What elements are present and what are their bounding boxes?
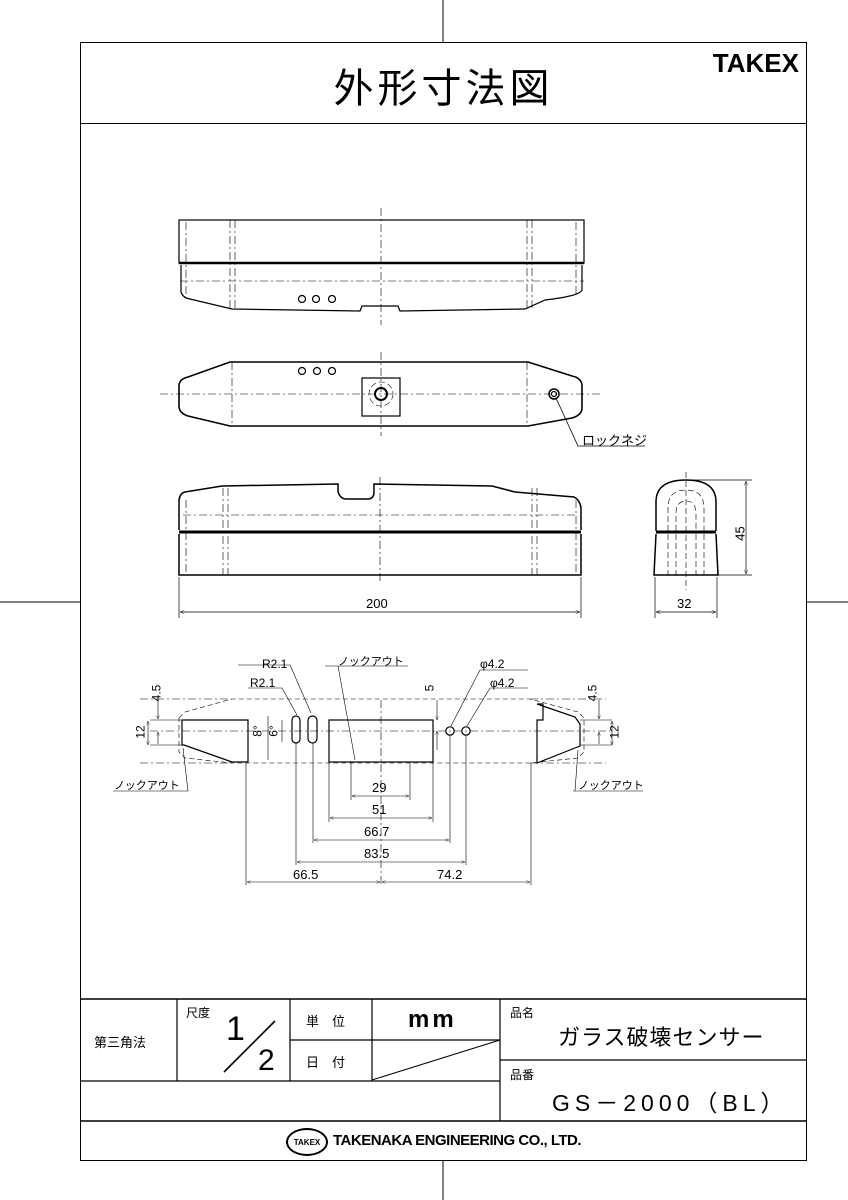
part-number-label: 品番 — [510, 1068, 535, 1082]
page-title: 外形寸法図 — [333, 66, 554, 112]
unit-value: mm — [408, 1006, 457, 1033]
dim-66-5: 66.5 — [293, 867, 319, 882]
border-frame — [80, 42, 807, 1161]
diameter-label-2: φ4.2 — [490, 676, 515, 690]
scale-numerator: 1 — [226, 1010, 245, 1048]
company-name: TAKENAKA ENGINEERING CO., LTD. — [333, 1132, 582, 1149]
company-logo-text: TAKEX — [293, 1137, 321, 1147]
knockout-label-right: ノックアウト — [578, 780, 644, 792]
end-view — [653, 472, 752, 618]
side-view — [178, 477, 582, 618]
lock-screw-label: ロックネジ — [582, 433, 648, 448]
title-row: 外形寸法図 TAKEX — [80, 42, 807, 124]
radius-label-1: R2.1 — [262, 657, 288, 671]
scale-label: 尺度 — [186, 1006, 211, 1020]
top-view — [178, 208, 585, 325]
brand-logo: TAKEX — [712, 48, 799, 78]
product-name-value: ガラス破壊センサー — [558, 1025, 765, 1050]
radius-label-2: R2.1 — [250, 676, 276, 690]
dim-width: 32 — [677, 596, 692, 611]
dim-83-5: 83.5 — [364, 846, 390, 861]
product-name-label: 品名 — [510, 1006, 535, 1020]
front-view — [160, 352, 645, 447]
knockout-label-center: ノックアウト — [338, 656, 404, 668]
dim-51: 51 — [372, 802, 387, 817]
dim-length: 200 — [366, 596, 388, 611]
scale-denominator: 2 — [258, 1044, 275, 1077]
company-logo: TAKEX — [286, 1128, 328, 1156]
part-number-value: GS－2000（BL） — [552, 1090, 789, 1116]
dim-29: 29 — [372, 780, 387, 795]
knockout-label-left: ノックアウト — [114, 780, 180, 792]
diameter-label-1: φ4.2 — [480, 657, 505, 671]
unit-label: 単 位 — [306, 1014, 346, 1029]
technical-drawing — [113, 208, 752, 885]
date-label: 日 付 — [306, 1055, 346, 1070]
dim-66-7: 66.7 — [364, 824, 390, 839]
projection-method: 第三角法 — [94, 1035, 147, 1050]
dim-74-2: 74.2 — [437, 867, 463, 882]
mounting-base-view — [113, 664, 643, 885]
